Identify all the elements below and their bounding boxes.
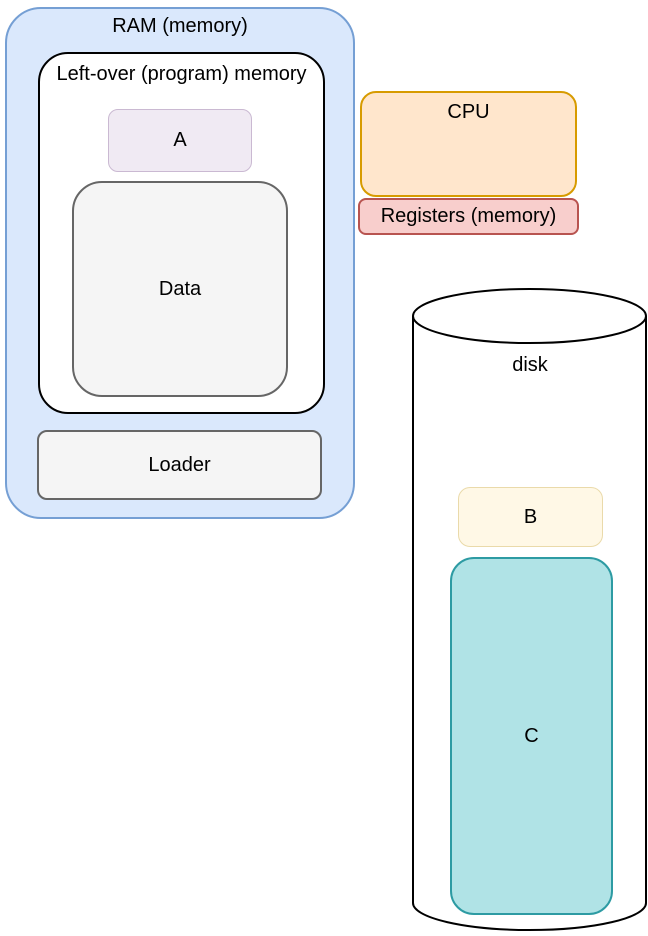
ram-label: RAM (memory) [112,15,248,37]
disk-label: disk [512,354,548,376]
cpu-node: CPU [360,91,577,197]
data-block-node: Data [72,181,288,397]
block-b-node: B [458,487,603,547]
block-c-node: C [450,557,613,915]
block-a-node: A [108,109,252,172]
registers-node: Registers (memory) [358,198,579,235]
loader-label: Loader [148,453,211,476]
cpu-label: CPU [447,101,490,123]
block-a-label: A [173,129,187,151]
registers-label: Registers (memory) [380,205,557,227]
block-c-label: C [524,724,539,747]
data-block-label: Data [158,277,202,300]
loader-node: Loader [37,430,322,500]
block-b-label: B [523,505,538,528]
leftover-memory-label: Left-over (program) memory [56,63,307,85]
